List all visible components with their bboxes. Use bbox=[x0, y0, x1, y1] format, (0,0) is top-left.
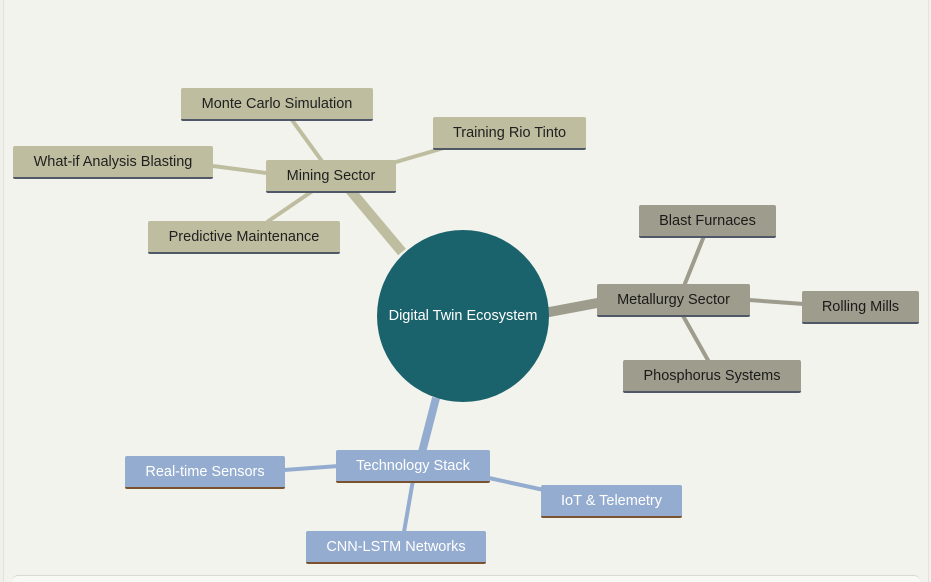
leaf-predictive-maintenance[interactable]: Predictive Maintenance bbox=[148, 221, 340, 254]
leaf-phosphorus-systems[interactable]: Phosphorus Systems bbox=[623, 360, 801, 393]
mindmap-canvas: Digital Twin Ecosystem Mining Sector Mon… bbox=[3, 0, 929, 582]
edge-mining-predictive bbox=[265, 188, 316, 224]
edge-mining-what-if bbox=[212, 164, 275, 176]
branch-technology-stack[interactable]: Technology Stack bbox=[336, 450, 490, 483]
branch-mining-sector[interactable]: Mining Sector bbox=[266, 160, 396, 193]
bottom-panel-edge bbox=[12, 575, 920, 582]
edge-metallurgy-phosphorus bbox=[680, 313, 711, 363]
leaf-cnn-lstm-networks[interactable]: CNN-LSTM Networks bbox=[306, 531, 486, 564]
edge-root-technology bbox=[416, 397, 440, 461]
leaf-blast-furnaces[interactable]: Blast Furnaces bbox=[639, 205, 776, 238]
edge-mining-monte-carlo bbox=[290, 118, 326, 166]
leaf-what-if-analysis-blasting[interactable]: What-if Analysis Blasting bbox=[13, 146, 213, 179]
edge-tech-iot bbox=[488, 476, 545, 492]
root-node[interactable]: Digital Twin Ecosystem bbox=[377, 230, 549, 402]
leaf-monte-carlo-simulation[interactable]: Monte Carlo Simulation bbox=[181, 88, 373, 121]
edge-tech-cnn bbox=[402, 479, 415, 533]
edge-tech-sensors bbox=[283, 464, 340, 472]
root-label: Digital Twin Ecosystem bbox=[388, 308, 538, 324]
edge-metallurgy-blast bbox=[682, 235, 706, 287]
branch-metallurgy-sector[interactable]: Metallurgy Sector bbox=[597, 284, 750, 317]
leaf-real-time-sensors[interactable]: Real-time Sensors bbox=[125, 456, 285, 489]
leaf-iot-telemetry[interactable]: IoT & Telemetry bbox=[541, 485, 682, 518]
leaf-rolling-mills[interactable]: Rolling Mills bbox=[802, 291, 919, 324]
leaf-training-rio-tinto[interactable]: Training Rio Tinto bbox=[433, 117, 586, 150]
edge-metallurgy-rolling bbox=[748, 298, 805, 306]
